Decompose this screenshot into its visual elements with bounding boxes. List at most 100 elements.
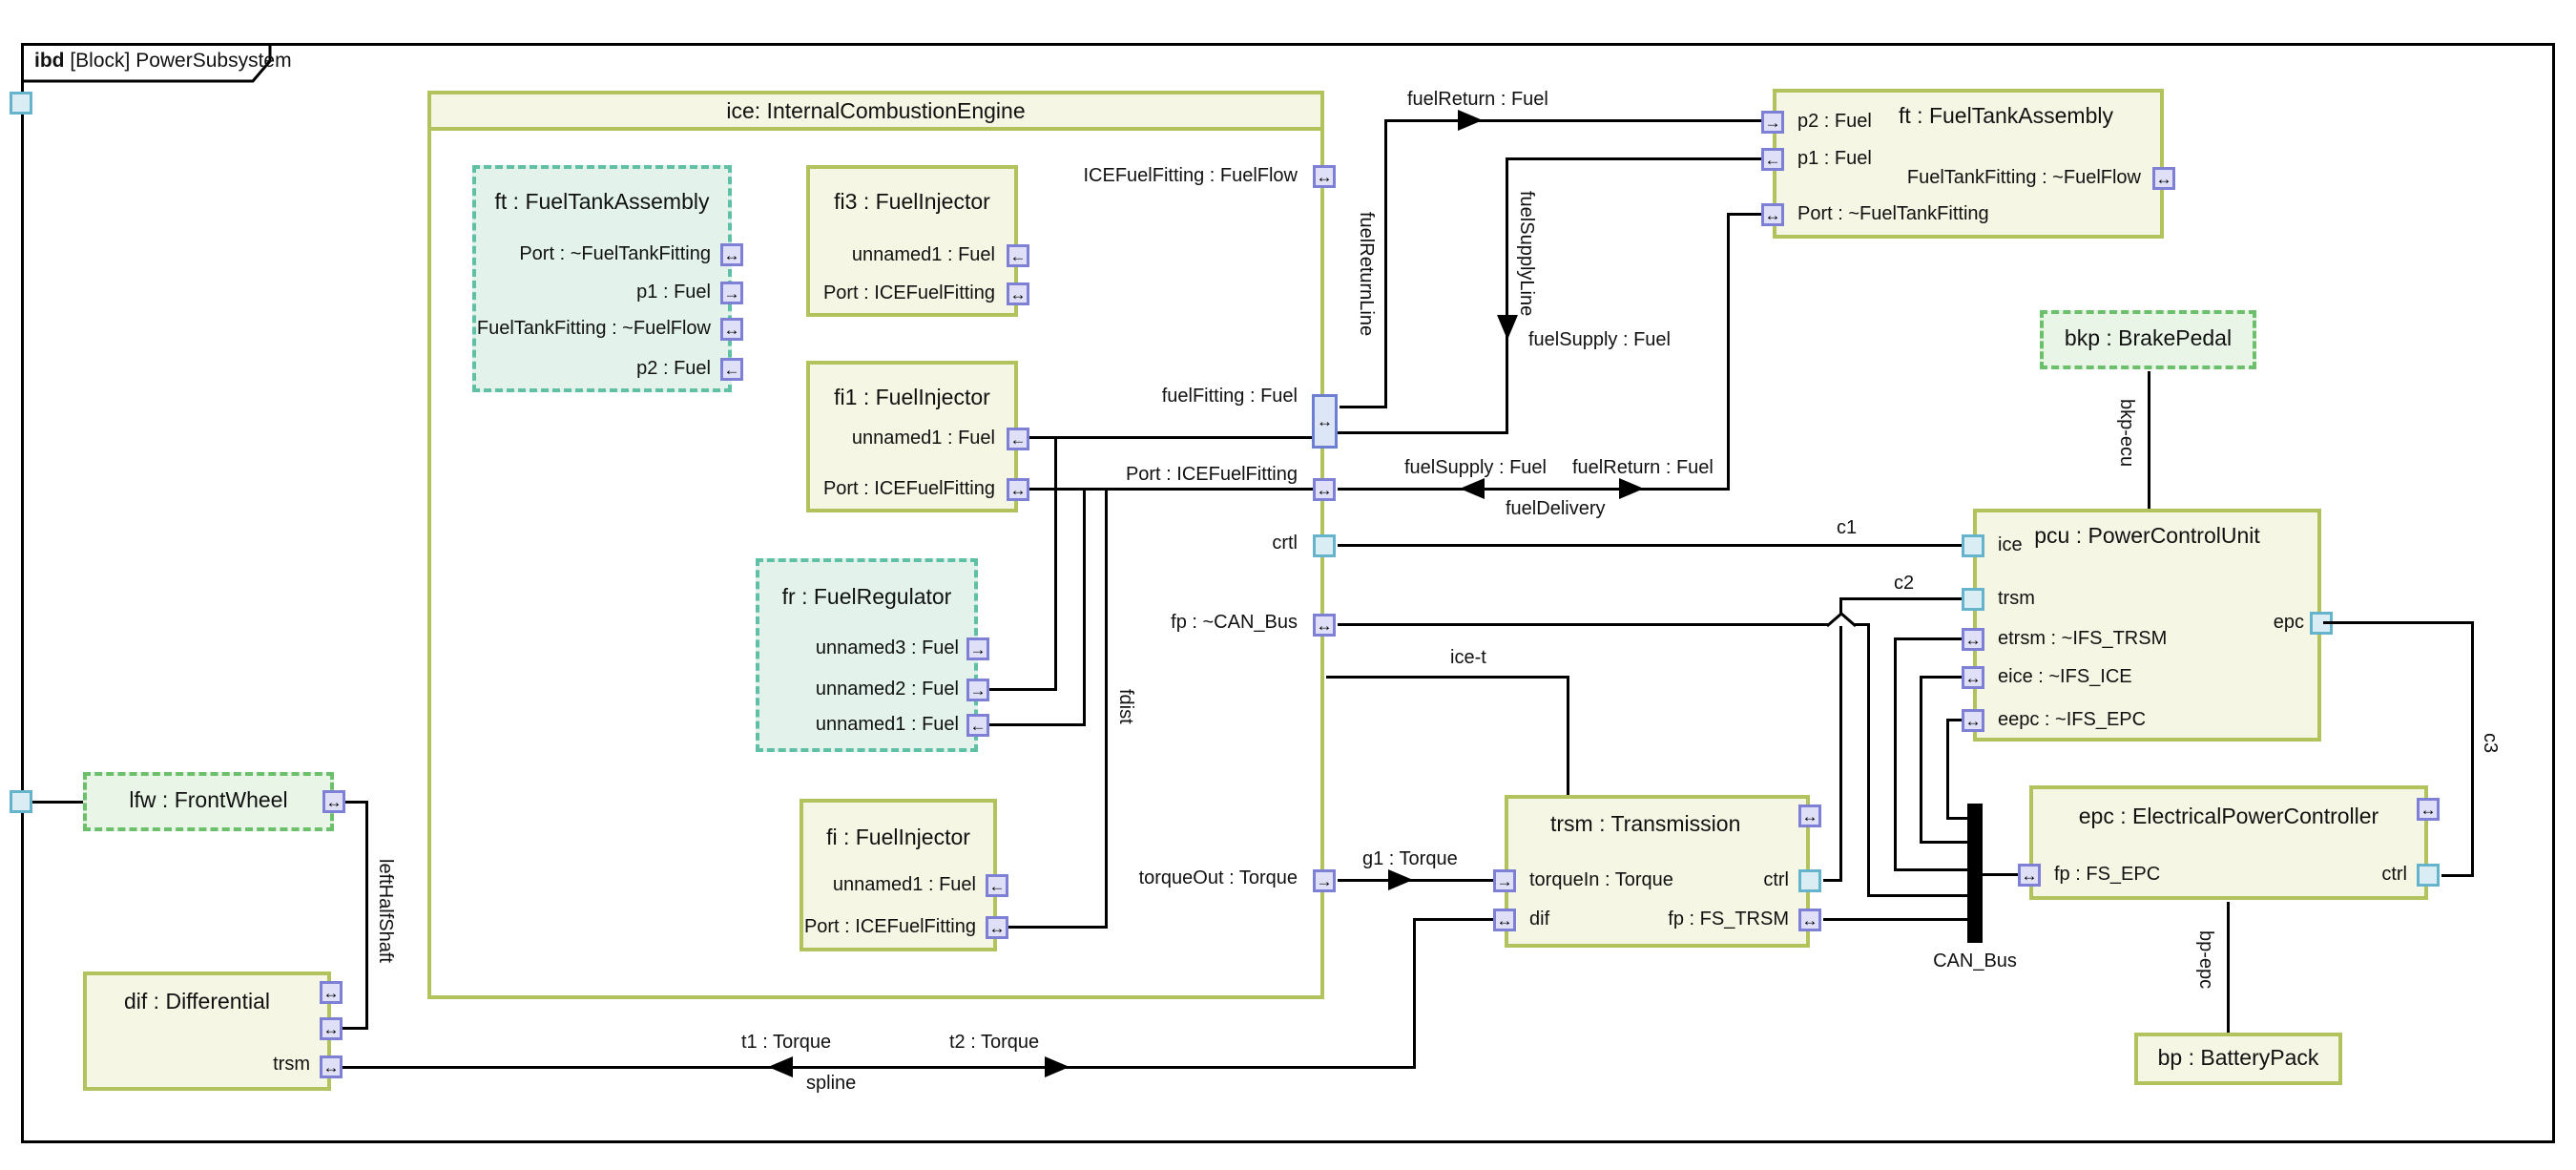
ice-port-fuelfitting-icon[interactable] — [1312, 394, 1338, 449]
connector-c3[interactable] — [2323, 621, 2474, 624]
connector-bp-epc[interactable] — [2227, 902, 2230, 1033]
dif-port-trsm-icon[interactable] — [320, 1055, 343, 1078]
connector-fueldelivery[interactable] — [1338, 488, 1730, 491]
connector-c2[interactable] — [1839, 597, 1842, 882]
ft-port-fueltankfitting-icon[interactable] — [1761, 203, 1784, 226]
block-fi[interactable] — [800, 799, 997, 951]
block-epc[interactable] — [2029, 785, 2428, 900]
connector-fuelsupplyline[interactable] — [1506, 157, 1761, 160]
connector-fuelsupplyline[interactable] — [1338, 431, 1508, 434]
ft-inner-port-p2-icon[interactable] — [720, 358, 743, 381]
fi1-port-unnamed1-icon[interactable] — [1007, 428, 1029, 450]
connector-epc-fp-bus[interactable] — [1983, 873, 2018, 876]
connector-eepc-bus[interactable] — [1946, 817, 1967, 820]
connector-ice-canbus[interactable] — [1867, 623, 1870, 897]
block-fi3[interactable] — [806, 165, 1018, 317]
connector-lefthalfshaft[interactable] — [365, 801, 368, 1030]
frame-port-wheel-icon[interactable] — [10, 790, 32, 813]
pcu-port-etrsm-icon[interactable] — [1962, 628, 1984, 651]
connector-fuel-line[interactable] — [989, 688, 1056, 691]
ice-port-icefuelfitting-icon[interactable] — [1313, 165, 1336, 188]
connector-ice-canbus[interactable] — [1867, 894, 1968, 897]
connector-fuel-line[interactable] — [1029, 488, 1313, 491]
connector-fuel-line[interactable] — [1029, 436, 1313, 439]
connector-fdist[interactable] — [1008, 926, 1107, 929]
pcu-port-eice-icon[interactable] — [1962, 666, 1984, 689]
ft-port-fuelflow-icon[interactable] — [2152, 167, 2175, 190]
ft-inner-port-fueltankfitting-icon[interactable] — [720, 243, 743, 266]
connector-ice-canbus[interactable] — [1338, 623, 1870, 626]
can-bus-bar[interactable] — [1967, 804, 1983, 943]
ice-port-crtl-icon[interactable] — [1313, 534, 1336, 557]
pcu-port-eepc-icon[interactable] — [1962, 709, 1984, 732]
fi-port-unnamed1-icon[interactable] — [986, 874, 1008, 897]
connector-spline[interactable] — [1413, 918, 1416, 1069]
connector-eepc-bus[interactable] — [1946, 719, 1962, 721]
connector-trsm-fp-bus[interactable] — [1823, 918, 1967, 921]
connector-fuelreturnline[interactable] — [1340, 406, 1387, 408]
block-ft[interactable] — [1773, 89, 2164, 239]
trsm-port-unnamed-icon[interactable] — [1798, 804, 1821, 827]
dif-port-unnamed1-icon[interactable] — [320, 981, 343, 1004]
trsm-port-dif-icon[interactable] — [1493, 909, 1516, 931]
block-bp[interactable] — [2134, 1033, 2342, 1085]
fr-port-unnamed2-icon[interactable] — [966, 679, 989, 701]
fi1-port-icefuelfitting-icon[interactable] — [1007, 478, 1029, 501]
connector-fuel-line[interactable] — [1083, 488, 1086, 726]
block-dif[interactable] — [83, 972, 331, 1091]
epc-port-unnamed-icon[interactable] — [2417, 798, 2440, 821]
fi-port-icefuelfitting-icon[interactable] — [986, 916, 1008, 939]
connector-c3[interactable] — [2471, 621, 2474, 877]
ice-port-torqueout-icon[interactable] — [1313, 869, 1336, 892]
connector-etrsm-bus[interactable] — [1894, 868, 1967, 871]
connector-lefthalfshaft[interactable] — [343, 1027, 368, 1030]
connector-etrsm-bus[interactable] — [1894, 637, 1962, 640]
epc-port-fp-icon[interactable] — [2018, 864, 2041, 887]
block-bkp[interactable] — [2040, 310, 2256, 369]
connector-c1[interactable] — [1338, 544, 1962, 547]
connector-spline[interactable] — [1416, 918, 1493, 921]
pcu-port-ice-icon[interactable] — [1962, 534, 1984, 557]
trsm-port-torquein-icon[interactable] — [1493, 869, 1516, 892]
ice-port-fp-canbus-icon[interactable] — [1313, 614, 1336, 637]
connector-etrsm-bus[interactable] — [1894, 637, 1897, 871]
connector-eice-bus[interactable] — [1920, 676, 1922, 844]
fr-port-unnamed3-icon[interactable] — [966, 637, 989, 660]
connector-frame-lfw[interactable] — [32, 801, 83, 804]
ft-port-p2-icon[interactable] — [1761, 111, 1784, 134]
block-lfw[interactable] — [83, 772, 334, 831]
frame-port-top-icon[interactable] — [10, 92, 32, 115]
pcu-port-trsm-icon[interactable] — [1962, 588, 1984, 611]
connector-c3[interactable] — [2441, 874, 2474, 877]
connector-spline[interactable] — [343, 1066, 1416, 1069]
epc-port-ctrl-icon[interactable] — [2417, 864, 2440, 887]
connector-fuel-line[interactable] — [1054, 436, 1057, 691]
fr-port-unnamed1-icon[interactable] — [966, 714, 989, 737]
connector-bkp-ecu[interactable] — [2148, 371, 2150, 509]
connector-fdist[interactable] — [1105, 488, 1108, 929]
connector-fuelreturnline[interactable] — [1384, 119, 1387, 408]
fi3-port-unnamed1-icon[interactable] — [1007, 244, 1029, 267]
ft-inner-port-fuelflow-icon[interactable] — [720, 318, 743, 341]
connector-g1[interactable] — [1338, 879, 1493, 882]
connector-c2[interactable] — [1823, 879, 1842, 882]
fi3-port-icefuelfitting-icon[interactable] — [1007, 282, 1029, 305]
connector-ice-t[interactable] — [1326, 676, 1569, 679]
connector-ice-t[interactable] — [1567, 676, 1569, 795]
dif-port-unnamed2-icon[interactable] — [320, 1017, 343, 1040]
trsm-port-ctrl-icon[interactable] — [1798, 869, 1821, 892]
ft-port-p1-icon[interactable] — [1761, 148, 1784, 171]
connector-fuelsupplyline[interactable] — [1506, 157, 1508, 434]
block-fr[interactable] — [756, 558, 978, 752]
connector-fueldelivery[interactable] — [1730, 213, 1761, 216]
connector-fuel-line[interactable] — [989, 723, 1085, 726]
connector-eice-bus[interactable] — [1920, 841, 1967, 844]
block-fi1[interactable] — [806, 361, 1018, 512]
block-pcu[interactable] — [1973, 509, 2321, 742]
block-ft-inner[interactable] — [472, 165, 732, 392]
connector-fueldelivery[interactable] — [1727, 213, 1730, 491]
connector-c2[interactable] — [1842, 597, 1962, 600]
connector-eice-bus[interactable] — [1920, 676, 1962, 679]
connector-eepc-bus[interactable] — [1946, 719, 1949, 820]
ft-inner-port-p1-icon[interactable] — [720, 282, 743, 304]
